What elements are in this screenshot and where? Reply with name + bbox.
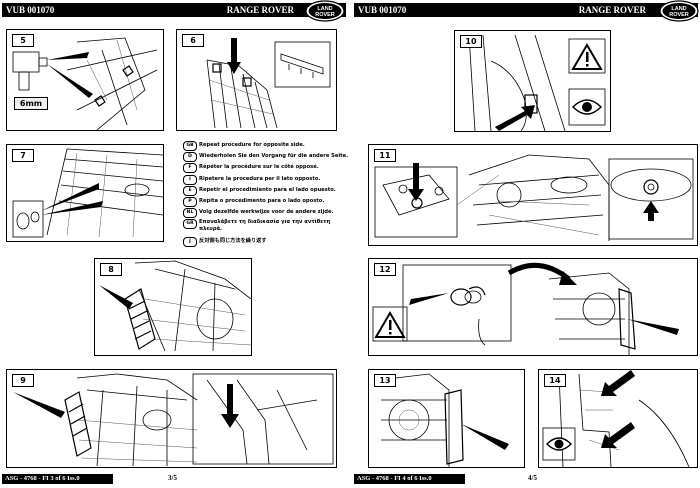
language-code: P: [183, 196, 197, 207]
svg-text:ROVER: ROVER: [315, 12, 335, 18]
step-11-panel: 11: [368, 144, 698, 246]
step-6-illustration: [206, 38, 331, 129]
instruction-text: Repita o procedimento para o lado oposto…: [199, 197, 325, 204]
step-number: 6: [182, 34, 204, 47]
svg-text:LAND: LAND: [671, 6, 686, 12]
step-number: 13: [374, 374, 396, 387]
instruction-text: Wiederholen Sie den Vorgang für die ande…: [199, 153, 349, 160]
instruction-text: Repetir el procedimiento para el lado op…: [199, 186, 336, 193]
step-number: 11: [374, 149, 396, 162]
language-code: GB: [183, 141, 197, 151]
footer-reference: ASG - 4768 - FI 3 of 6 Iss.0: [2, 474, 113, 484]
instruction-text: Répéter la procédure sur le côté opposé.: [199, 164, 319, 171]
instruction-text: Repeat procedure for opposite side.: [199, 142, 305, 148]
language-code: D: [183, 152, 197, 163]
page-number: 4/5: [528, 474, 537, 482]
step-6-panel: 6: [176, 29, 337, 131]
instruction-text: Volg dezelfde werkwijze voor de andere z…: [199, 209, 334, 216]
step-number: 14: [544, 374, 566, 387]
land-rover-logo: LAND ROVER: [305, 0, 345, 22]
instruction-text: 反対側も同じ方法を繰り返す: [199, 237, 267, 244]
step-12-panel: 12: [368, 258, 698, 356]
step-number: 5: [12, 34, 34, 47]
step-10-illustration: [468, 34, 606, 131]
step-8-illustration: [99, 260, 251, 352]
page-number: 3/5: [168, 474, 177, 482]
step-9-panel: 9: [6, 369, 337, 468]
page-header: VUB 001070 RANGE ROVER: [354, 3, 698, 17]
step-number: 8: [100, 263, 122, 276]
step-7-illustration: [12, 148, 163, 238]
document-code: VUB 001070: [6, 5, 55, 15]
step-5-panel: 5 6mm: [6, 29, 164, 131]
instruction-text: Επαναλάβετε τη διαδικασία για την αντίθε…: [199, 219, 331, 232]
model-name: RANGE ROVER: [226, 5, 294, 15]
step-number: 9: [12, 374, 34, 387]
step-number: 7: [12, 149, 34, 162]
svg-text:LAND: LAND: [317, 6, 332, 12]
right-page: VUB 001070 RANGE ROVER LAND ROVER 10: [354, 0, 699, 488]
language-code: F: [183, 163, 197, 174]
language-code: I: [183, 174, 197, 185]
model-name: RANGE ROVER: [578, 5, 646, 15]
step-14-illustration: [542, 370, 690, 467]
step-9-illustration: [13, 373, 334, 467]
language-code: NL: [183, 208, 197, 219]
step-13-illustration: [378, 373, 509, 467]
footer-reference: ASG - 4768 - FI 4 of 6 Iss.0: [354, 474, 465, 484]
step-5-illustration: [12, 37, 158, 130]
left-page: VUB 001070 RANGE ROVER LAND ROVER 5 6mm: [2, 0, 348, 488]
tool-size-label: 6mm: [14, 97, 48, 110]
land-rover-logo: LAND ROVER: [659, 0, 699, 22]
language-code: J: [183, 236, 197, 247]
step-number: 12: [374, 263, 396, 276]
instruction-text: Ripetere la procedura per il lato oppost…: [199, 175, 321, 182]
step-11-illustration: [374, 154, 694, 241]
page-header: VUB 001070 RANGE ROVER: [2, 3, 346, 17]
svg-text:ROVER: ROVER: [669, 12, 689, 18]
language-code: E: [183, 185, 197, 196]
step-8-panel: 8: [94, 258, 252, 356]
step-10-panel: 10: [454, 30, 611, 132]
step-12-illustration: [372, 262, 679, 355]
step-number: 10: [460, 35, 482, 48]
step-7-panel: 7: [6, 144, 164, 242]
step-13-panel: 13: [368, 369, 525, 468]
document-code: VUB 001070: [358, 5, 407, 15]
language-code: GR: [183, 219, 197, 230]
step-14-panel: 14: [538, 369, 698, 468]
